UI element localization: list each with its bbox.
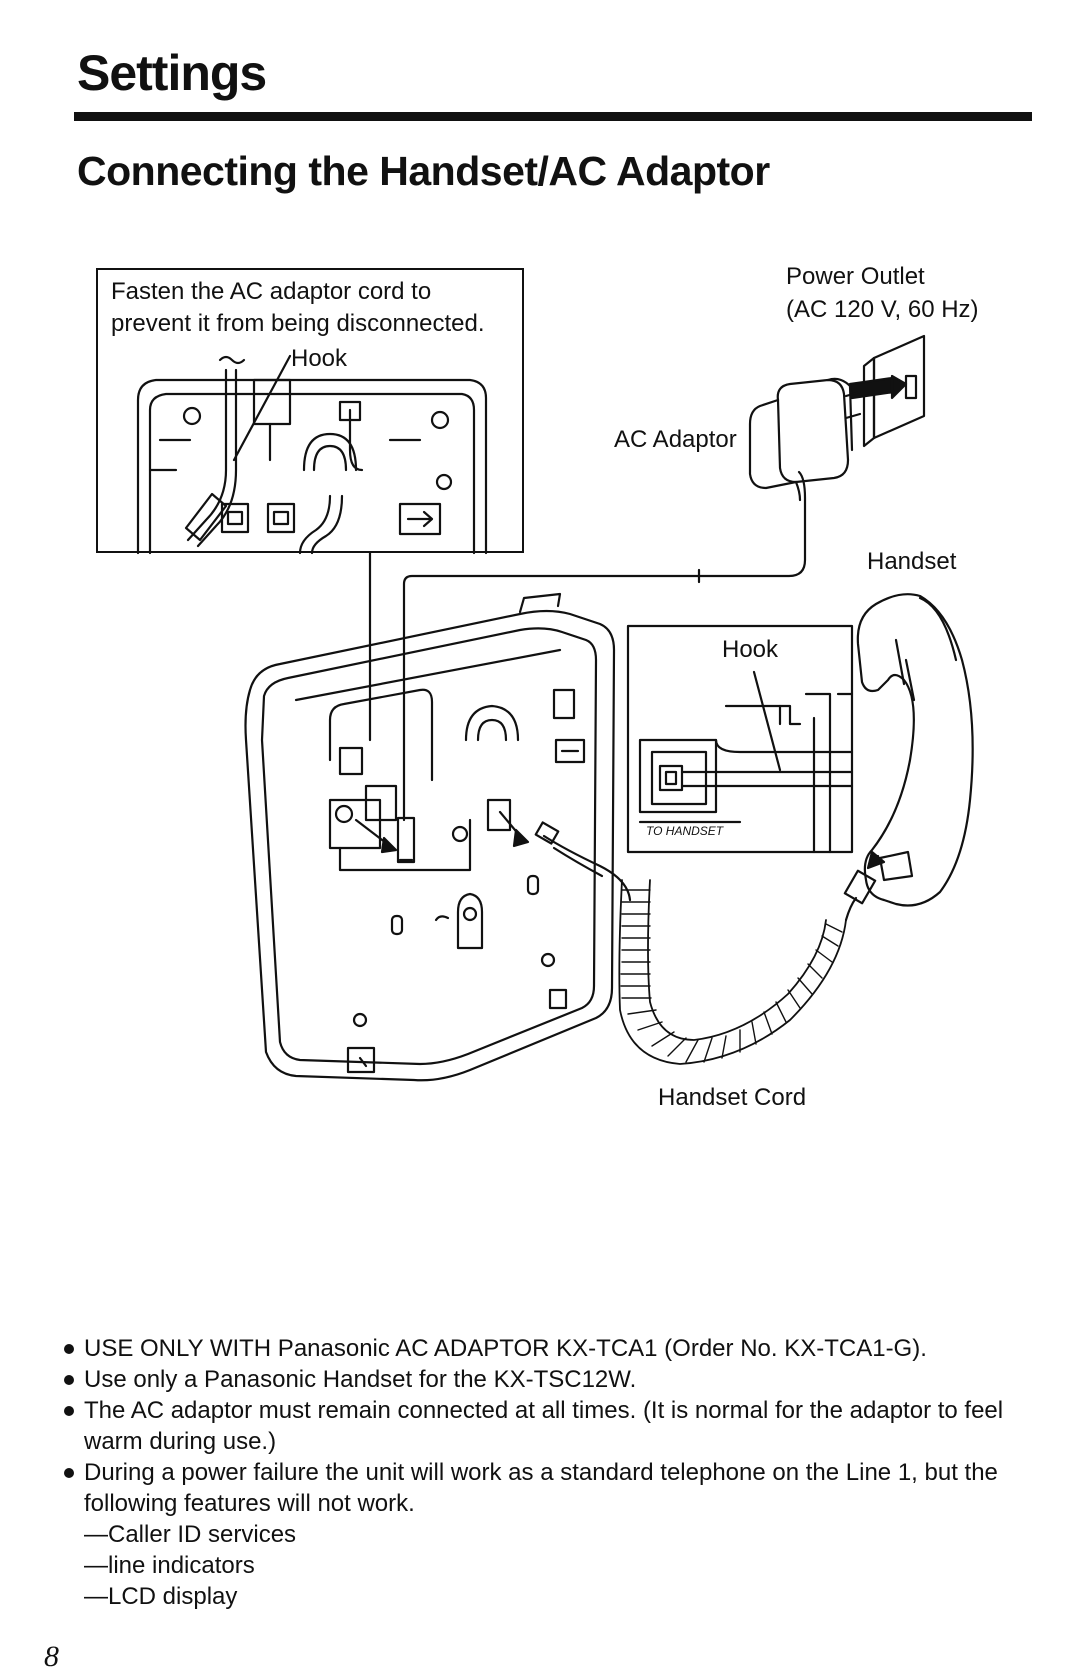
callout-text-line2: prevent it from being disconnected. [111, 310, 485, 337]
handset-jack-closeup-drawing [626, 624, 854, 854]
connection-diagram [136, 334, 974, 1082]
handset-drawing [856, 593, 974, 907]
callout-box [96, 268, 524, 553]
handset-label: Handset [867, 548, 957, 575]
power-outlet-drawing [848, 334, 926, 448]
note-item: USE ONLY WITH Panasonic AC ADAPTOR KX-TC… [62, 1333, 1032, 1364]
to-handset-label: TO HANDSET [646, 824, 724, 838]
callout-text-line1: Fasten the AC adaptor cord to [111, 278, 432, 305]
notes-list: USE ONLY WITH Panasonic AC ADAPTOR KX-TC… [62, 1333, 1032, 1612]
callout-closeup-drawing [136, 354, 488, 555]
handset-cord-drawing [618, 879, 847, 1065]
inset-hook-label: Hook [722, 636, 779, 663]
page-number: 8 [44, 1640, 59, 1673]
note-subitem: —Caller ID services [84, 1521, 297, 1548]
page-heading: Connecting the Handset/AC Adaptor [77, 148, 770, 194]
note-item: During a power failure the unit will wor… [62, 1457, 1032, 1519]
section-title: Settings [77, 45, 267, 101]
ac-adaptor-label: AC Adaptor [614, 426, 737, 453]
handset-cord-label: Handset Cord [658, 1084, 807, 1111]
title-rule [74, 112, 1032, 121]
handset-cord-coils [620, 889, 843, 1063]
note-subitem: —line indicators [84, 1552, 255, 1579]
note-item: Use only a Panasonic Handset for the KX-… [62, 1364, 1032, 1395]
note-subitem: —LCD display [84, 1583, 238, 1610]
callout-hook-label: Hook [291, 345, 348, 372]
power-outlet-label-line1: Power Outlet [786, 263, 925, 290]
base-unit-drawing [244, 592, 632, 1082]
power-outlet-label-line2: (AC 120 V, 60 Hz) [786, 296, 979, 323]
ac-adaptor-drawing [748, 377, 862, 502]
note-item: The AC adaptor must remain connected at … [62, 1395, 1032, 1457]
